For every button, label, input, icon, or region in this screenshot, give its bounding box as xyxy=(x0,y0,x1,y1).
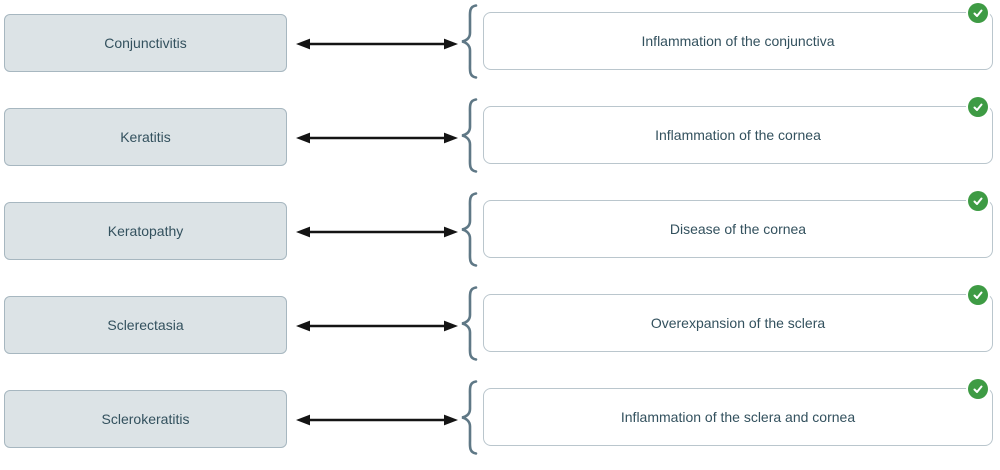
matching-board: Conjunctivitis Inflammation of the conju… xyxy=(0,0,1000,455)
double-arrow-icon xyxy=(296,414,458,426)
term-card[interactable]: Sclerectasia xyxy=(4,296,287,354)
match-row: Sclerokeratitis Inflammation of the scle… xyxy=(0,376,1000,470)
definition-label: Inflammation of the sclera and cornea xyxy=(620,409,856,425)
term-card[interactable]: Conjunctivitis xyxy=(4,14,287,72)
term-card[interactable]: Keratopathy xyxy=(4,202,287,260)
check-icon xyxy=(968,191,988,211)
brace-icon xyxy=(461,380,478,455)
double-arrow-icon xyxy=(296,226,458,238)
definition-label: Inflammation of the cornea xyxy=(655,127,821,143)
check-icon xyxy=(968,285,988,305)
term-label: Keratopathy xyxy=(107,223,184,239)
term-label: Sclerectasia xyxy=(107,317,184,333)
double-arrow-icon xyxy=(296,320,458,332)
brace-icon xyxy=(461,4,478,79)
brace-icon xyxy=(461,98,478,173)
definition-card[interactable]: Disease of the cornea xyxy=(483,200,993,258)
double-arrow-icon xyxy=(296,132,458,144)
definition-card[interactable]: Inflammation of the conjunctiva xyxy=(483,12,993,70)
definition-card[interactable]: Inflammation of the cornea xyxy=(483,106,993,164)
check-icon xyxy=(968,379,988,399)
check-icon xyxy=(968,3,988,23)
term-card[interactable]: Keratitis xyxy=(4,108,287,166)
match-row: Conjunctivitis Inflammation of the conju… xyxy=(0,0,1000,94)
definition-label: Disease of the cornea xyxy=(669,221,807,237)
double-arrow-icon xyxy=(296,38,458,50)
term-label: Conjunctivitis xyxy=(104,35,187,51)
match-row: Sclerectasia Overexpansion of the sclera xyxy=(0,282,1000,376)
match-row: Keratitis Inflammation of the cornea xyxy=(0,94,1000,188)
brace-icon xyxy=(461,286,478,361)
match-row: Keratopathy Disease of the cornea xyxy=(0,188,1000,282)
definition-card[interactable]: Inflammation of the sclera and cornea xyxy=(483,388,993,446)
term-label: Keratitis xyxy=(120,129,171,145)
definition-card[interactable]: Overexpansion of the sclera xyxy=(483,294,993,352)
term-label: Sclerokeratitis xyxy=(101,411,190,427)
brace-icon xyxy=(461,192,478,267)
definition-label: Overexpansion of the sclera xyxy=(650,315,826,331)
definition-label: Inflammation of the conjunctiva xyxy=(641,33,835,49)
term-card[interactable]: Sclerokeratitis xyxy=(4,390,287,448)
check-icon xyxy=(968,97,988,117)
